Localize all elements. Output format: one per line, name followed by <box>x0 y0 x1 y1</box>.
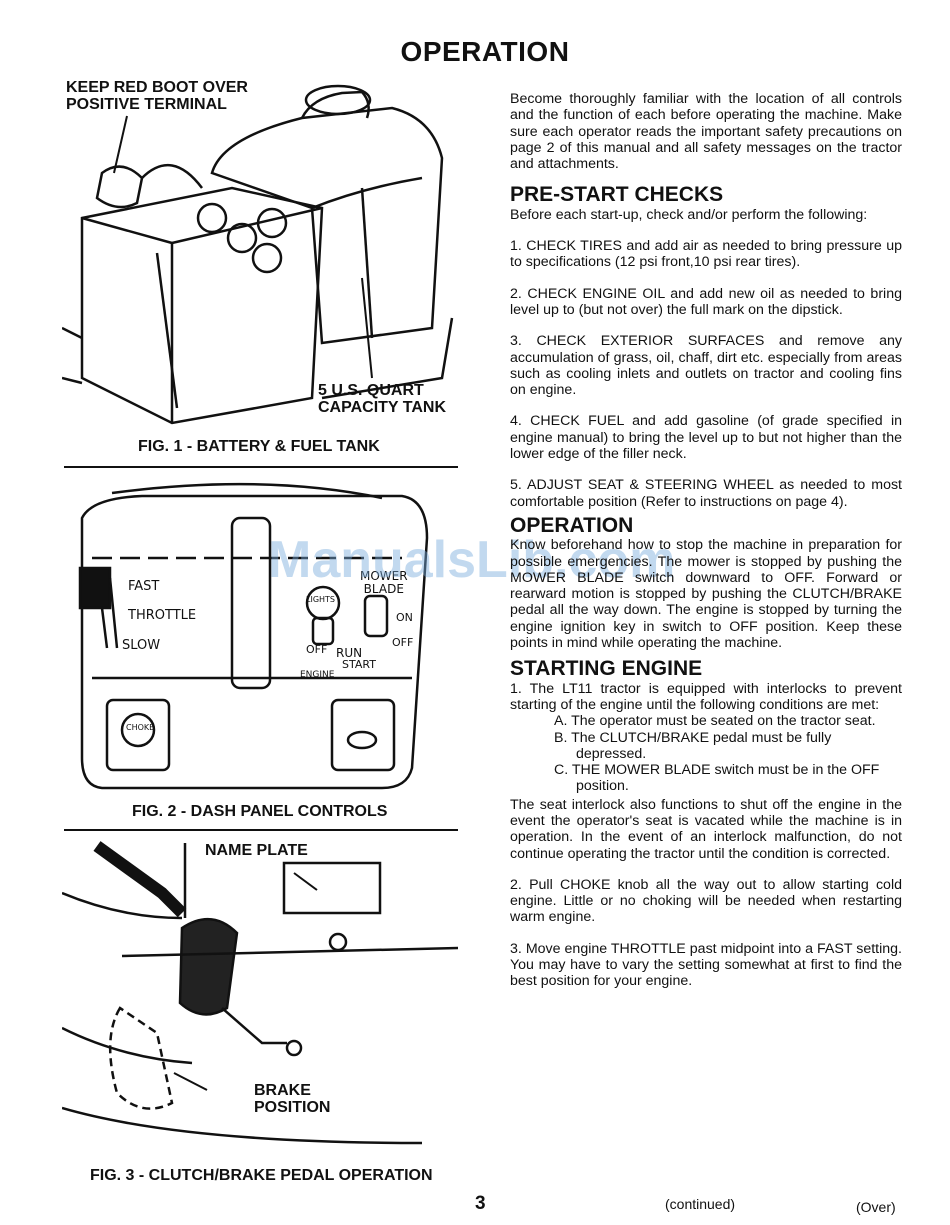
label-run: RUN <box>336 646 363 660</box>
label-off-engine: OFF <box>306 643 328 656</box>
starting-item-2: 2. Pull CHOKE knob all the way out to al… <box>510 876 902 926</box>
label-mower-blade: MOWER BLADE <box>360 569 408 596</box>
prestart-item: 4. CHECK FUEL and add gasoline (of grade… <box>510 413 902 463</box>
divider <box>64 829 458 831</box>
label-throttle: THROTTLE <box>128 608 197 623</box>
text-column: Become thoroughly familiar with the loca… <box>510 91 902 1005</box>
over-note: (Over) <box>856 1199 896 1215</box>
starting-item-1: 1. The LT11 tractor is equipped with int… <box>510 680 902 713</box>
battery-fuel-tank-illustration <box>62 84 454 425</box>
callout-tank-capacity: 5 U.S. QUART CAPACITY TANK <box>318 382 446 416</box>
figure-clutch-brake: NAME PLATE BRAKE POSITION FIG. 3 - CLUTC… <box>62 838 458 1188</box>
prestart-lead: Before each start-up, check and/or perfo… <box>510 206 868 223</box>
callout-name-plate: NAME PLATE <box>205 842 308 859</box>
prestart-item: 3. CHECK EXTERIOR SURFACES and remove an… <box>510 333 902 399</box>
label-start: START <box>342 658 376 671</box>
fig1-caption: FIG. 1 - BATTERY & FUEL TANK <box>138 438 380 455</box>
figure-dash-panel: FAST THROTTLE SLOW MOWER BLADE LIGHTS ON… <box>62 478 458 828</box>
page-number: 3 <box>475 1193 486 1214</box>
dash-panel-illustration <box>78 482 429 790</box>
clutch-brake-illustration <box>62 841 458 1145</box>
heading-starting-engine: STARTING ENGINE <box>510 657 703 681</box>
starting-item-3: 3. Move engine THROTTLE past midpoint in… <box>510 940 902 990</box>
page-title: OPERATION <box>400 36 570 67</box>
label-choke: CHOKE <box>126 723 155 732</box>
label-on: ON <box>396 611 413 624</box>
continued-note: (continued) <box>665 1196 736 1212</box>
figure-battery-fuel-tank: KEEP RED BOOT OVER POSITIVE TERMINAL 5 U… <box>62 78 458 458</box>
condition-item: B. The CLUTCH/BRAKE pedal must be fully … <box>554 729 832 762</box>
interlock-paragraph: The seat interlock also functions to shu… <box>510 796 902 862</box>
condition-item: C. THE MOWER BLADE switch must be in the… <box>554 762 880 795</box>
callout-brake-position: BRAKE POSITION <box>254 1082 331 1116</box>
condition-item: A. The operator must be seated on the tr… <box>554 713 876 730</box>
prestart-item: 2. CHECK ENGINE OIL and add new oil as n… <box>510 285 902 318</box>
operation-paragraph: Know beforehand how to stop the machine … <box>510 537 902 652</box>
callout-red-boot: KEEP RED BOOT OVER POSITIVE TERMINAL <box>66 79 248 113</box>
label-slow: SLOW <box>122 638 161 653</box>
divider <box>64 466 458 468</box>
prestart-item: 5. ADJUST SEAT & STEERING WHEEL as neede… <box>510 477 902 510</box>
heading-operation: OPERATION <box>510 513 634 537</box>
label-engine: ENGINE <box>300 670 335 680</box>
prestart-item: 1. CHECK TIRES and add air as needed to … <box>510 238 902 271</box>
fig2-caption: FIG. 2 - DASH PANEL CONTROLS <box>132 803 388 820</box>
fig3-caption: FIG. 3 - CLUTCH/BRAKE PEDAL OPERATION <box>90 1167 433 1184</box>
label-lights: LIGHTS <box>306 595 335 604</box>
label-fast: FAST <box>128 579 160 594</box>
watermark: ManualsLib.com <box>268 531 676 589</box>
label-off-blade: OFF <box>392 636 414 649</box>
heading-prestart: PRE-START CHECKS <box>510 183 724 207</box>
intro-paragraph: Become thoroughly familiar with the loca… <box>510 91 902 173</box>
